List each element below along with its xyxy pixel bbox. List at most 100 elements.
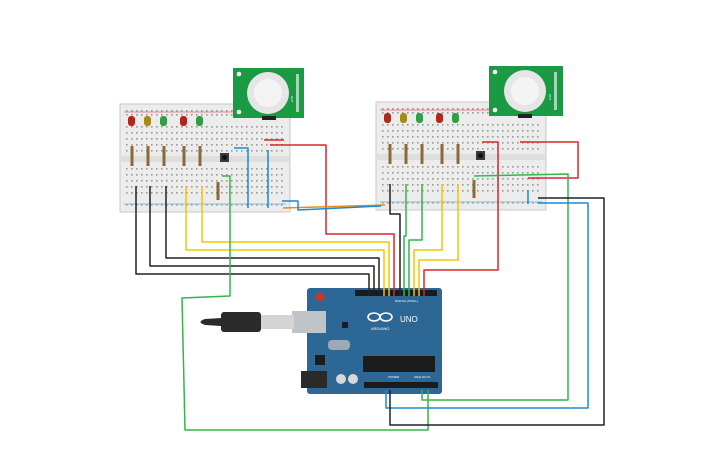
breadboard-hole	[382, 124, 384, 126]
breadboard-hole	[136, 114, 138, 116]
breadboard-hole	[477, 124, 479, 126]
breadboard-hole	[156, 192, 158, 194]
breadboard-hole	[402, 136, 404, 138]
breadboard-hole	[482, 184, 484, 186]
breadboard-hole	[146, 110, 148, 112]
breadboard-hole	[181, 126, 183, 128]
breadboard-hole	[527, 148, 529, 150]
breadboard-hole	[527, 172, 529, 174]
wire-blue	[234, 147, 249, 208]
breadboard-hole	[437, 112, 439, 114]
breadboard-hole	[151, 204, 153, 206]
breadboard-hole	[231, 126, 233, 128]
breadboard-hole	[206, 150, 208, 152]
breadboard-hole	[251, 126, 253, 128]
breadboard-hole	[527, 178, 529, 180]
led-green	[416, 113, 423, 123]
leds-left	[128, 116, 203, 126]
breadboard-hole	[151, 192, 153, 194]
breadboard-hole	[151, 186, 153, 188]
breadboard-hole	[432, 112, 434, 114]
breadboard-hole	[512, 130, 514, 132]
breadboard-hole	[176, 114, 178, 116]
breadboard-hole	[276, 132, 278, 134]
breadboard-hole	[246, 186, 248, 188]
breadboard-hole	[527, 124, 529, 126]
breadboard-hole	[482, 142, 484, 144]
breadboard-hole	[522, 130, 524, 132]
led-red	[180, 116, 187, 126]
breadboard-hole	[181, 150, 183, 152]
breadboard-hole	[507, 136, 509, 138]
breadboard-hole	[181, 168, 183, 170]
pir-sensor-left: OUT	[233, 68, 304, 120]
breadboard-hole	[241, 132, 243, 134]
breadboard-hole	[397, 178, 399, 180]
breadboard-hole	[537, 172, 539, 174]
breadboard-hole	[201, 114, 203, 116]
breadboard-hole	[402, 130, 404, 132]
breadboard-hole	[477, 166, 479, 168]
arduino-uno-board: ARDUINO UNO DIGITAL (PWM~) POWER ANALOG …	[292, 288, 442, 394]
breadboard-hole	[392, 202, 394, 204]
breadboard-hole	[417, 190, 419, 192]
breadboard-hole	[462, 108, 464, 110]
breadboard-hole	[407, 136, 409, 138]
breadboard-hole	[136, 180, 138, 182]
breadboard-hole	[161, 174, 163, 176]
breadboard-hole	[151, 126, 153, 128]
breadboard-hole	[407, 184, 409, 186]
breadboard-hole	[131, 114, 133, 116]
breadboard-hole	[131, 126, 133, 128]
breadboard-hole	[226, 186, 228, 188]
breadboard-hole	[467, 166, 469, 168]
breadboard-hole	[502, 148, 504, 150]
breadboard-hole	[146, 138, 148, 140]
breadboard-hole	[447, 190, 449, 192]
breadboard-hole	[387, 124, 389, 126]
breadboard-hole	[136, 144, 138, 146]
breadboard-hole	[206, 174, 208, 176]
breadboard-hole	[417, 136, 419, 138]
breadboard-hole	[537, 148, 539, 150]
resistors-left	[130, 146, 220, 200]
breadboard-hole	[532, 178, 534, 180]
breadboard-hole	[462, 112, 464, 114]
breadboard-hole	[462, 142, 464, 144]
breadboard-hole	[131, 180, 133, 182]
breadboard-hole	[231, 192, 233, 194]
breadboard-hole	[412, 112, 414, 114]
breadboard-hole	[246, 174, 248, 176]
breadboard-hole	[537, 184, 539, 186]
breadboard-hole	[176, 150, 178, 152]
breadboard-hole	[181, 180, 183, 182]
breadboard-hole	[191, 180, 193, 182]
breadboard-hole	[166, 180, 168, 182]
breadboard-hole	[211, 192, 213, 194]
breadboard-hole	[281, 192, 283, 194]
breadboard-hole	[502, 136, 504, 138]
breadboard-hole	[186, 144, 188, 146]
breadboard-hole	[487, 136, 489, 138]
breadboard-hole	[141, 126, 143, 128]
breadboard-hole	[447, 178, 449, 180]
breadboard-hole	[141, 144, 143, 146]
breadboard-hole	[487, 202, 489, 204]
breadboard-hole	[261, 138, 263, 140]
breadboard-hole	[146, 126, 148, 128]
breadboard-hole	[397, 190, 399, 192]
breadboard-hole	[442, 184, 444, 186]
breadboard-hole	[186, 132, 188, 134]
breadboard-hole	[447, 112, 449, 114]
breadboard-hole	[407, 142, 409, 144]
breadboard-hole	[146, 114, 148, 116]
breadboard-hole	[392, 130, 394, 132]
breadboard-hole	[181, 192, 183, 194]
breadboard-hole	[166, 174, 168, 176]
breadboard-hole	[221, 174, 223, 176]
breadboard-hole	[176, 110, 178, 112]
breadboard-hole	[442, 130, 444, 132]
breadboard-hole	[126, 174, 128, 176]
breadboard-hole	[251, 204, 253, 206]
breadboard-hole	[271, 180, 273, 182]
